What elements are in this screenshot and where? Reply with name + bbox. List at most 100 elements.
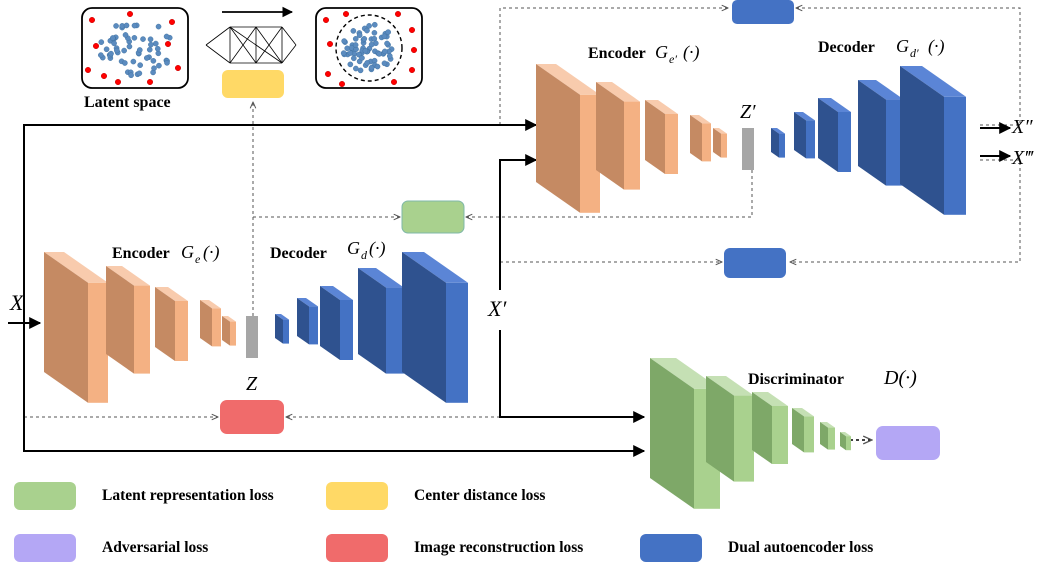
latent-point-anomaly	[327, 41, 334, 48]
svg-text:(·): (·)	[369, 238, 386, 259]
discriminator-math: D(·)	[883, 367, 917, 389]
latent-point-normal	[384, 40, 390, 47]
legend-label-dual: Dual autoencoder loss	[728, 539, 874, 556]
latent-point-normal	[114, 47, 120, 54]
latent-dots-after	[323, 10, 418, 87]
input-x-label: X	[9, 290, 25, 315]
latent-point-anomaly	[146, 78, 153, 85]
latent-point-normal	[371, 21, 378, 28]
legend-label-latent: Latent representation loss	[102, 487, 274, 504]
latent-point-normal	[382, 48, 388, 55]
decoder-1-layer-3	[320, 286, 353, 360]
latent-point-normal	[350, 28, 357, 34]
latent-point-normal	[103, 46, 110, 53]
latent-point-anomaly	[84, 66, 91, 73]
discriminator-layer-2	[706, 376, 754, 482]
decoder-2	[771, 66, 966, 215]
legend-swatch-adversarial	[14, 534, 76, 562]
legend-swatch-latent	[14, 482, 76, 510]
legend-item-dual: Dual autoencoder loss	[640, 534, 873, 562]
latent-point-normal	[376, 51, 383, 57]
latent-point-normal	[136, 70, 143, 77]
legend-swatch-center	[326, 482, 388, 510]
svg-text:G: G	[655, 42, 668, 62]
latent-point-normal	[121, 47, 127, 54]
latent-point-anomaly	[92, 43, 99, 50]
decoder-2-layer-3	[818, 98, 851, 172]
latent-point-anomaly	[343, 10, 350, 17]
encoder-1-layer-5	[222, 316, 236, 346]
decoder-1	[275, 252, 468, 403]
latent-point-anomaly	[325, 70, 332, 77]
svg-text:Decoder: Decoder	[818, 39, 875, 56]
decoder-1-label: Decoder G d (·)	[270, 238, 386, 262]
encoder-2-layer-2	[596, 82, 640, 190]
latent-point-normal	[146, 46, 153, 53]
latent-point-normal	[341, 38, 347, 44]
legend-label-image: Image reconstruction loss	[414, 539, 584, 556]
latent-point-normal	[353, 65, 359, 72]
latent-point-normal	[128, 72, 134, 79]
latent-point-anomaly	[174, 64, 181, 71]
latent-point-normal	[154, 45, 161, 52]
latent-point-anomaly	[409, 66, 416, 73]
latent-point-normal	[374, 63, 381, 70]
discriminator-label: Discriminator	[748, 371, 844, 388]
latent-point-anomaly	[88, 17, 95, 24]
encoder-1-layer-1	[44, 252, 108, 403]
adversarial-loss-box	[876, 426, 940, 460]
latent-space-illustration: Latent space	[81, 6, 423, 111]
latent-point-normal	[357, 67, 364, 74]
legend-item-center: Center distance loss	[326, 482, 545, 510]
legend-swatch-image	[326, 534, 388, 562]
svg-text:(·): (·)	[203, 242, 220, 263]
latent-point-normal	[153, 40, 159, 47]
latent-space-panel-before	[81, 7, 189, 89]
latent-point-normal	[386, 53, 393, 59]
latent-point-anomaly	[391, 78, 398, 85]
decoder-1-layer-5	[402, 252, 468, 403]
decoder-1-layer-4	[358, 268, 404, 374]
data-flow-arrows	[8, 119, 1012, 457]
latent-point-normal	[361, 35, 368, 42]
latent-point-anomaly	[395, 10, 402, 17]
latent-point-normal	[163, 33, 170, 40]
legend-swatch-dual	[640, 534, 702, 562]
decoder-2-layer-1	[771, 128, 785, 158]
latent-point-normal	[122, 60, 128, 66]
latent-point-normal	[364, 27, 370, 34]
latent-point-anomaly	[411, 47, 418, 54]
latent-point-normal	[110, 35, 116, 41]
encoder-1	[44, 252, 236, 403]
svg-text:G: G	[896, 36, 909, 56]
latent-point-normal	[351, 55, 357, 62]
latent-point-normal	[155, 23, 162, 30]
x-prime-label: X′	[487, 296, 507, 321]
center-distance-loss-box	[222, 70, 284, 98]
encoder-2	[536, 64, 727, 213]
svg-text:G: G	[347, 238, 360, 258]
image-reconstruction-loss-box	[220, 400, 284, 434]
latent-point-normal	[364, 60, 371, 66]
discriminator	[650, 358, 851, 509]
latent-point-normal	[98, 39, 105, 45]
neural-net-icon	[205, 6, 297, 64]
latent-point-anomaly	[323, 17, 330, 24]
encoder-1-layer-4	[200, 300, 221, 347]
svg-text:Decoder: Decoder	[270, 245, 327, 262]
discriminator-layer-5	[820, 422, 835, 450]
latent-point-anomaly	[409, 27, 416, 34]
center-boundary-circle	[335, 14, 403, 82]
latent-point-normal	[150, 58, 157, 64]
latent-point-normal	[137, 62, 143, 68]
latent-point-normal	[352, 42, 359, 48]
latent-point-normal	[164, 60, 170, 66]
latent-point-normal	[111, 40, 117, 47]
latent-point-normal	[131, 35, 138, 41]
latent-point-normal	[156, 62, 162, 69]
latent-point-anomaly	[164, 41, 171, 48]
discriminator-layer-4	[792, 408, 814, 453]
latent-point-normal	[108, 50, 114, 57]
latent-point-normal	[113, 23, 119, 29]
